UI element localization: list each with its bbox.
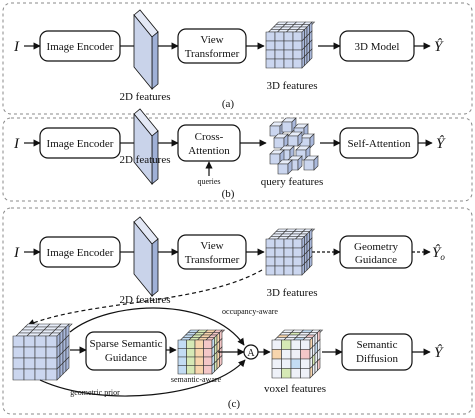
c-semantic-diffusion-line2: Diffusion bbox=[356, 353, 398, 365]
c-occupancy-aware-curve bbox=[69, 307, 245, 346]
c-output-o-symbol: Ŷo bbox=[432, 244, 445, 262]
a-3d-features-label: 3D features bbox=[266, 80, 317, 92]
b-input-symbol: I bbox=[13, 136, 20, 152]
b-2d-feature-plane bbox=[133, 108, 159, 186]
c-semantic-aware-cube bbox=[177, 329, 226, 375]
b-cross-attention-line2: Attention bbox=[188, 145, 230, 157]
c-sparse-semantic-line1: Sparse Semantic bbox=[89, 338, 162, 350]
c-semantic-aware-label: semantic-aware bbox=[171, 375, 222, 384]
c-semantic-diffusion-line1: Semantic bbox=[357, 339, 398, 351]
b-self-attention-label: Self-Attention bbox=[348, 138, 411, 150]
a-2d-feature-plane bbox=[133, 9, 159, 91]
c-geometric-prior-curve bbox=[39, 359, 246, 397]
c-sparse-semantic-guidance-box bbox=[85, 331, 167, 371]
panel-c-frame bbox=[2, 207, 473, 415]
c-output-symbol: Ŷ bbox=[434, 344, 444, 361]
c-input-voxel-cube bbox=[12, 323, 73, 381]
b-2d-features-label: 2D features bbox=[119, 154, 170, 166]
c-geometry-guidance-line1: Geometry bbox=[354, 241, 398, 253]
c-3d-feature-cube bbox=[265, 228, 316, 276]
b-query-features-label: query features bbox=[261, 176, 324, 188]
b-queries-label: queries bbox=[197, 177, 220, 186]
c-view-transformer-line1: View bbox=[200, 240, 223, 252]
c-caption: (c) bbox=[228, 398, 241, 410]
a-view-transformer-line1: View bbox=[200, 34, 223, 46]
c-input-symbol: I bbox=[13, 245, 20, 261]
b-query-feature-cluster bbox=[269, 117, 319, 175]
c-image-encoder-label: Image Encoder bbox=[47, 247, 114, 259]
b-image-encoder-label: Image Encoder bbox=[47, 138, 114, 150]
c-occupancy-aware-label: occupancy-aware bbox=[222, 307, 278, 316]
c-output-o-hat: Ŷ bbox=[432, 244, 442, 261]
a-caption: (a) bbox=[222, 98, 235, 110]
a-view-transformer-line2: Transformer bbox=[185, 48, 240, 60]
a-image-encoder-label: Image Encoder bbox=[47, 41, 114, 53]
c-dashed-curve-to-voxels bbox=[27, 269, 263, 326]
a-3d-feature-cube bbox=[265, 21, 316, 69]
panel-b-frame bbox=[2, 117, 473, 202]
c-3d-features-label: 3D features bbox=[266, 287, 317, 299]
c-view-transformer-line2: Transformer bbox=[185, 254, 240, 266]
panel-a-frame bbox=[2, 2, 473, 115]
c-2d-feature-plane bbox=[133, 216, 159, 298]
a-input-symbol: I bbox=[13, 39, 20, 55]
a-2d-features-label: 2D features bbox=[119, 91, 170, 103]
b-caption: (b) bbox=[222, 188, 235, 200]
c-output-o-subscript: o bbox=[440, 252, 445, 262]
c-aggregate-label: A bbox=[247, 348, 255, 359]
a-output-symbol: Ŷ bbox=[434, 38, 444, 55]
c-geometry-guidance-line2: Guidance bbox=[355, 254, 397, 266]
c-sparse-semantic-line2: Guidance bbox=[105, 352, 147, 364]
c-voxel-features-label: voxel features bbox=[264, 383, 326, 395]
b-output-symbol: Ŷ bbox=[436, 135, 446, 152]
a-3d-model-label: 3D Model bbox=[355, 41, 400, 53]
c-voxel-feature-cube bbox=[271, 329, 324, 379]
b-cross-attention-line1: Cross- bbox=[195, 131, 224, 143]
c-2d-features-label: 2D features bbox=[119, 294, 170, 306]
c-geometric-prior-label: geometric prior bbox=[70, 388, 120, 397]
